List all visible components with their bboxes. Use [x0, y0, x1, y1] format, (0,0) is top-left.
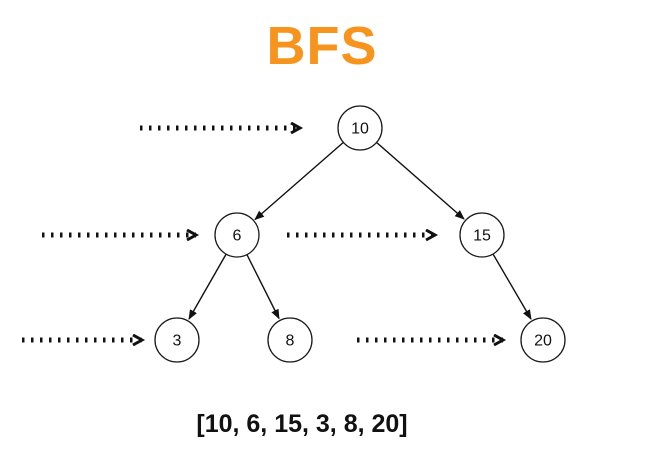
node-circle-3 — [154, 317, 200, 363]
node-value-8: 8 — [286, 333, 295, 350]
edge-10-to-6 — [254, 141, 344, 221]
tree-node-left-left: 3 — [154, 317, 200, 363]
node-circle-8 — [267, 317, 313, 363]
node-circle-20 — [520, 317, 566, 363]
tree-node-right-right: 20 — [520, 317, 566, 363]
node-value-3: 3 — [173, 333, 182, 350]
bfs-result-text: [10, 6, 15, 3, 8, 20] — [196, 410, 407, 438]
diagram-title: BFS — [267, 16, 378, 76]
tree-node-left: 6 — [214, 212, 260, 258]
node-circle-10 — [337, 105, 383, 151]
node-value-15: 15 — [473, 228, 491, 245]
tree-node-left-right: 8 — [267, 317, 313, 363]
node-value-10: 10 — [351, 121, 369, 138]
edge-6-to-8 — [246, 254, 280, 320]
edge-15-to-20 — [492, 253, 532, 320]
tree-node-root: 10 — [337, 105, 383, 151]
node-circle-15 — [459, 212, 505, 258]
node-value-6: 6 — [233, 228, 242, 245]
node-circle-6 — [214, 212, 260, 258]
node-value-20: 20 — [534, 333, 552, 350]
tree-node-right: 15 — [459, 212, 505, 258]
edge-6-to-3 — [188, 253, 227, 320]
edge-10-to-15 — [376, 141, 465, 220]
